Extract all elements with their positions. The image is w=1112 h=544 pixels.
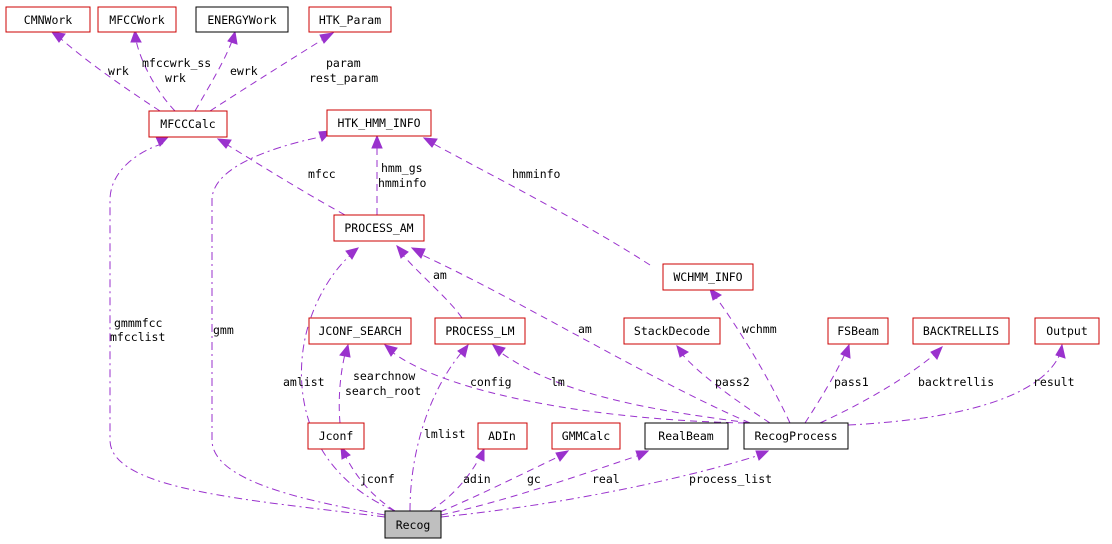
node-process-am[interactable]: PROCESS_AM [333, 214, 425, 242]
label-param: param [326, 56, 361, 70]
label-mfccwrk-ss: mfccwrk_ss [142, 56, 211, 70]
edge-recogprocess-wchmm-info [709, 287, 791, 424]
node-process-lm[interactable]: PROCESS_LM [434, 317, 526, 345]
node-realbeam[interactable]: RealBeam [644, 422, 729, 450]
edge-recogprocess-output [847, 343, 1066, 426]
label-config: config [470, 375, 512, 389]
edge-process-am-mfcccalc [216, 138, 346, 216]
node-label: JCONF_SEARCH [318, 324, 401, 338]
label-search-root: search_root [345, 384, 421, 398]
edge-recogprocess-fsbeam [804, 343, 851, 424]
edge-recog-recogprocess [440, 450, 770, 518]
node-mfcccalc[interactable]: MFCCCalc [148, 110, 228, 138]
label-mfcc: mfcc [308, 167, 336, 181]
node-gmmcalc[interactable]: GMMCalc [551, 422, 621, 450]
label-jconf: jconf [360, 472, 395, 486]
edge-recog-process-lm [409, 343, 469, 512]
label-pass2: pass2 [715, 375, 750, 389]
label-ewrk: ewrk [230, 64, 258, 78]
node-label: HTK_Param [319, 13, 381, 27]
edge-recog-jconf [340, 445, 396, 512]
node-recogprocess[interactable]: RecogProcess [743, 422, 849, 450]
edge-mfcccalc-mfccwork [130, 29, 176, 112]
node-recog[interactable]: Recog [384, 510, 442, 539]
label-lmlist: lmlist [424, 427, 466, 441]
label-process-list: process_list [689, 472, 772, 486]
node-wchmm-info[interactable]: WCHMM_INFO [662, 263, 754, 291]
edge-mfcccalc-energywork [194, 30, 238, 112]
edge-recog-process-am [301, 247, 396, 512]
node-label: PROCESS_LM [445, 324, 514, 338]
label-result: result [1033, 375, 1075, 389]
edge-recogprocess-jconf-search [384, 344, 746, 424]
node-label: FSBeam [837, 324, 879, 338]
node-label: GMMCalc [562, 429, 610, 443]
label-searchnow: searchnow [353, 369, 415, 383]
label-gmmmfcc: gmmmfcc [114, 316, 162, 330]
node-jconf[interactable]: Jconf [307, 422, 365, 450]
label-gmm: gmm [213, 323, 234, 337]
label-adin: adin [463, 472, 491, 486]
node-htk-param[interactable]: HTK_Param [308, 6, 392, 33]
node-energywork[interactable]: ENERGYWork [195, 6, 289, 33]
label-rest-param: rest_param [309, 71, 378, 85]
label-hmminfo-am: hmminfo [378, 176, 427, 190]
node-label: HTK_HMM_INFO [337, 116, 420, 130]
edge-mfcccalc-cmnwork [50, 31, 161, 112]
label-hmminfo-wchmm: hmminfo [512, 167, 561, 181]
label-hmm-gs: hmm_gs [381, 161, 423, 175]
node-jconf-search[interactable]: JCONF_SEARCH [308, 317, 412, 345]
node-label: CMNWork [24, 13, 73, 27]
label-real: real [592, 472, 620, 486]
edge-mfcccalc-htk-param [209, 32, 335, 112]
node-htk-hmm-info[interactable]: HTK_HMM_INFO [326, 109, 432, 137]
node-cmnwork[interactable]: CMNWork [5, 6, 91, 33]
edge-recogprocess-process-lm [492, 344, 751, 424]
edge-recog-adin [429, 447, 485, 512]
label-gc: gc [527, 472, 541, 486]
node-label: Output [1046, 324, 1088, 338]
edge-recogprocess-process-am [410, 247, 751, 424]
edge-recogprocess-stackdecode [676, 344, 771, 424]
node-label: ADIn [488, 429, 516, 443]
node-mfccwork[interactable]: MFCCWork [97, 6, 177, 33]
node-label: PROCESS_AM [344, 221, 413, 235]
label-lm: lm [551, 375, 565, 389]
label-mfcclist: mfcclist [110, 330, 165, 344]
node-backtrellis[interactable]: BACKTRELLIS [912, 317, 1010, 345]
edge-process-am-htk-hmm-info [371, 134, 383, 215]
node-label: WCHMM_INFO [673, 270, 742, 284]
node-stackdecode[interactable]: StackDecode [623, 317, 721, 345]
node-fsbeam[interactable]: FSBeam [827, 317, 889, 345]
node-label: Recog [396, 518, 431, 532]
edge-wchmm-info-htk-hmm-info [422, 137, 651, 266]
node-label: RealBeam [658, 429, 713, 443]
node-label: MFCCCalc [160, 117, 215, 131]
label-am-lm: am [433, 268, 447, 282]
label-wchmm: wchmm [742, 322, 777, 336]
node-label: ENERGYWork [207, 13, 276, 27]
label-backtrellis: backtrellis [918, 375, 994, 389]
node-label: RecogProcess [754, 429, 837, 443]
node-output[interactable]: Output [1034, 317, 1100, 345]
label-amlist: amlist [283, 375, 325, 389]
edge-jconf-jconf-search [338, 343, 351, 424]
edge-recog-gmmcalc [439, 450, 570, 513]
node-adin[interactable]: ADIn [477, 422, 528, 450]
node-label: StackDecode [634, 324, 710, 338]
label-mfccwrk-wrk: wrk [165, 71, 186, 85]
node-label: MFCCWork [109, 13, 164, 27]
node-label: Jconf [319, 429, 354, 443]
edge-recogprocess-backtrellis [819, 346, 943, 424]
label-am-recog: am [578, 322, 592, 336]
edge-recog-realbeam [440, 450, 650, 516]
edge-process-lm-process-am [396, 244, 463, 319]
label-pass1: pass1 [834, 375, 869, 389]
label-wrk: wrk [108, 64, 129, 78]
node-label: BACKTRELLIS [923, 324, 999, 338]
